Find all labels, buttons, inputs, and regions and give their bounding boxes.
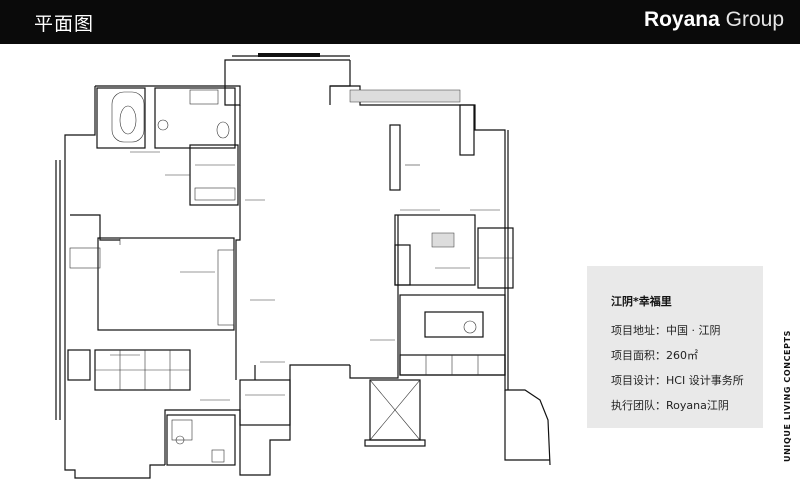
page-title: 平面图 (34, 13, 95, 35)
floor-plan-drawing (55, 53, 551, 479)
project-team: 执行团队：Royana江阴 (611, 399, 729, 412)
project-area: 项目面积：260㎡ (611, 349, 698, 362)
header-bar: 平面图 Royana Group (0, 0, 800, 44)
project-address: 项目地址：中国 · 江阴 (611, 324, 721, 337)
side-slogan: UNIQUE LIVING CONCEPTS (783, 330, 792, 462)
project-name: 江阴*幸福里 (611, 295, 672, 308)
right-unit-walls (330, 85, 551, 466)
left-unit-walls (55, 53, 351, 479)
brand-logo: Royana Group (644, 8, 784, 32)
project-designer: 项目设计：HCI 设计事务所 (611, 374, 744, 387)
brand-name: Royana (643, 8, 720, 31)
brand-suffix: Group (719, 8, 784, 31)
annotation-marks (110, 151, 500, 401)
project-info-panel: 江阴*幸福里 项目地址：中国 · 江阴 项目面积：260㎡ 项目设计：HCI 设… (587, 266, 763, 428)
